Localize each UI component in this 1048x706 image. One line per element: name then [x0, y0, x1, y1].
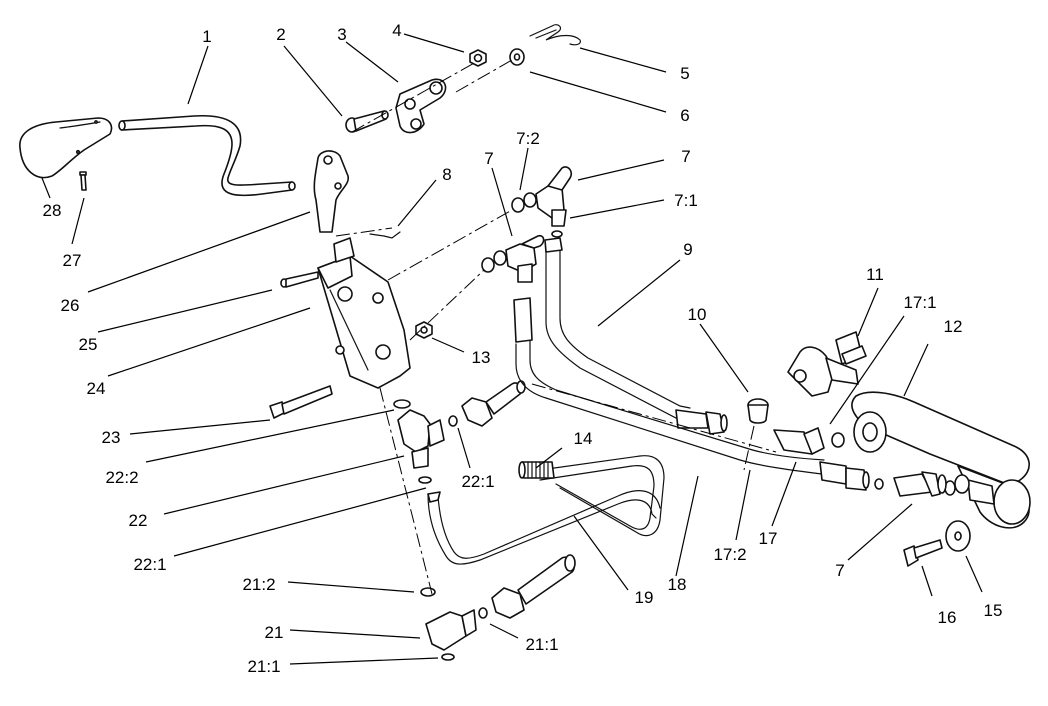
- hairpin-part-5: [529, 24, 581, 46]
- screw-part-25: [280, 271, 319, 288]
- label-5: 5: [680, 64, 689, 83]
- label-15: 15: [984, 601, 1003, 620]
- label-10: 10: [688, 305, 707, 324]
- hose-part-9: [544, 237, 728, 435]
- assembly-axis-lines: [335, 59, 777, 595]
- label-7-bottom: 7: [835, 561, 844, 580]
- label-12: 12: [944, 317, 963, 336]
- lever-part-1: [118, 114, 296, 197]
- label-14: 14: [574, 429, 593, 448]
- knob-part-28: [19, 117, 113, 179]
- label-22: 22: [129, 511, 148, 530]
- elbow-fitting-part-7-mid: [481, 234, 545, 283]
- label-24: 24: [87, 379, 106, 398]
- nut-part-13: [415, 321, 433, 339]
- label-7-1: 7:1: [674, 191, 698, 210]
- label-27: 27: [63, 251, 82, 270]
- elbow-fitting-part-7-top: [511, 166, 573, 238]
- label-21-2: 21:2: [242, 575, 275, 594]
- elbow-part-21: [420, 587, 488, 661]
- label-4: 4: [392, 21, 401, 40]
- washer-part-15: [945, 520, 971, 552]
- label-9: 9: [683, 240, 692, 259]
- label-17-2: 17:2: [713, 545, 746, 564]
- label-6: 6: [680, 106, 689, 125]
- label-26: 26: [61, 296, 80, 315]
- fitting-part-17: [773, 427, 845, 455]
- washer-part-6: [509, 48, 525, 66]
- label-3: 3: [337, 25, 346, 44]
- label-25: 25: [79, 335, 98, 354]
- label-22-1-left: 22:1: [133, 555, 166, 574]
- label-11: 11: [866, 265, 884, 284]
- valve-body-part-24: [317, 237, 411, 389]
- label-21-1-right: 21:1: [525, 635, 558, 654]
- link-part-8: [369, 231, 401, 239]
- label-2: 2: [276, 25, 285, 44]
- label-22-1-right: 22:1: [461, 472, 494, 491]
- bolt-part-16: [903, 539, 943, 567]
- nut-part-4: [469, 49, 487, 67]
- hose-part-18: [513, 297, 884, 491]
- cylinder-part-12: [851, 391, 1031, 529]
- hose-end-lower: [491, 554, 576, 619]
- label-22-2: 22:2: [105, 468, 138, 487]
- hose-end-upper: [461, 380, 526, 427]
- bolt-part-23: [269, 385, 333, 419]
- label-8: 8: [442, 165, 451, 184]
- bushing-part-10: [747, 398, 769, 424]
- part-labels: 1 2 3 4 5 6 7:2 7 7 7:1 8 9 10 11 12 17:…: [43, 21, 1003, 676]
- label-17-1: 17:1: [903, 293, 936, 312]
- label-28: 28: [43, 201, 62, 220]
- leader-lines: [41, 33, 983, 665]
- tube-part-19: [427, 455, 665, 565]
- label-18: 18: [668, 575, 687, 594]
- label-7-2-top: 7:2: [516, 129, 540, 148]
- screw-part-27: [79, 171, 87, 191]
- label-13: 13: [472, 348, 491, 367]
- label-7-mid: 7: [484, 149, 493, 168]
- clip-part-11: [835, 331, 867, 365]
- threaded-end-part-14: [518, 461, 555, 479]
- fitting-part-22: [393, 399, 458, 484]
- label-1: 1: [202, 27, 211, 46]
- bracket-part-26: [313, 150, 350, 233]
- label-19: 19: [635, 588, 654, 607]
- pin-part-2: [345, 110, 389, 133]
- label-23: 23: [102, 428, 121, 447]
- label-7-top: 7: [681, 147, 690, 166]
- fitting-part-7-bottom: [893, 471, 947, 497]
- label-21: 21: [265, 623, 284, 642]
- label-17: 17: [759, 529, 778, 548]
- label-16: 16: [938, 608, 957, 627]
- clevis-part-3: [395, 78, 447, 134]
- label-21-1-bottom: 21:1: [247, 657, 280, 676]
